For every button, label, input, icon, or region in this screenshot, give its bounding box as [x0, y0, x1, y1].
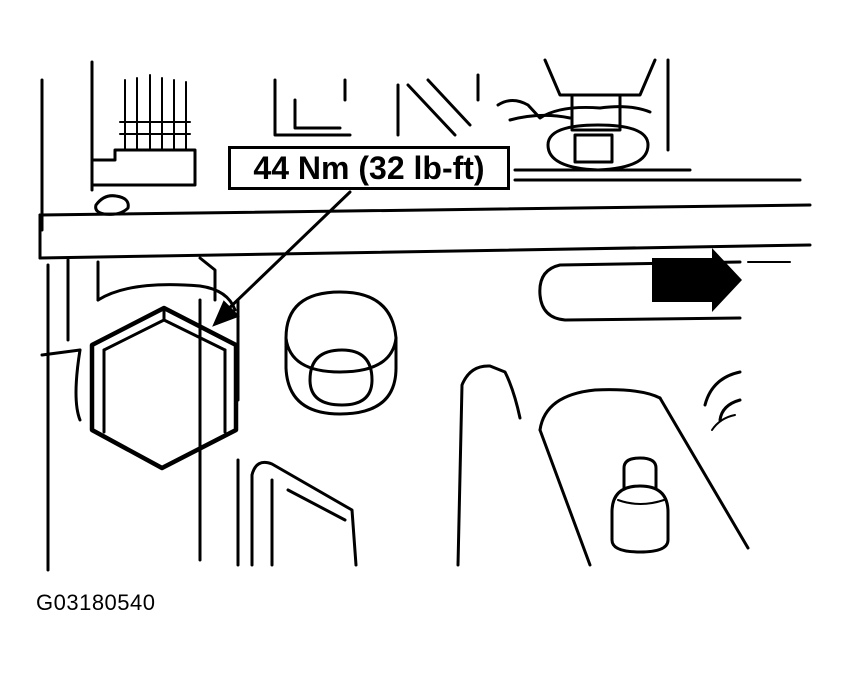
lower-bracket — [250, 364, 522, 567]
arrow-right-icon — [652, 248, 742, 312]
leader-arrow — [212, 190, 352, 327]
right-fragments — [703, 370, 742, 431]
upper-left-housing — [40, 60, 197, 232]
cap-assembly — [496, 58, 802, 182]
cylindrical-spacer — [284, 290, 398, 416]
hex-bolt — [74, 283, 239, 471]
torque-callout: 44 Nm (32 lb-ft) — [228, 146, 510, 190]
horizontal-rail — [38, 203, 812, 260]
upper-middle-structures — [273, 73, 480, 137]
lower-right-arm — [538, 388, 750, 567]
left-housing-walls — [40, 256, 240, 572]
figure-id: G03180540 — [36, 590, 156, 615]
slot-with-arrow — [538, 248, 791, 322]
